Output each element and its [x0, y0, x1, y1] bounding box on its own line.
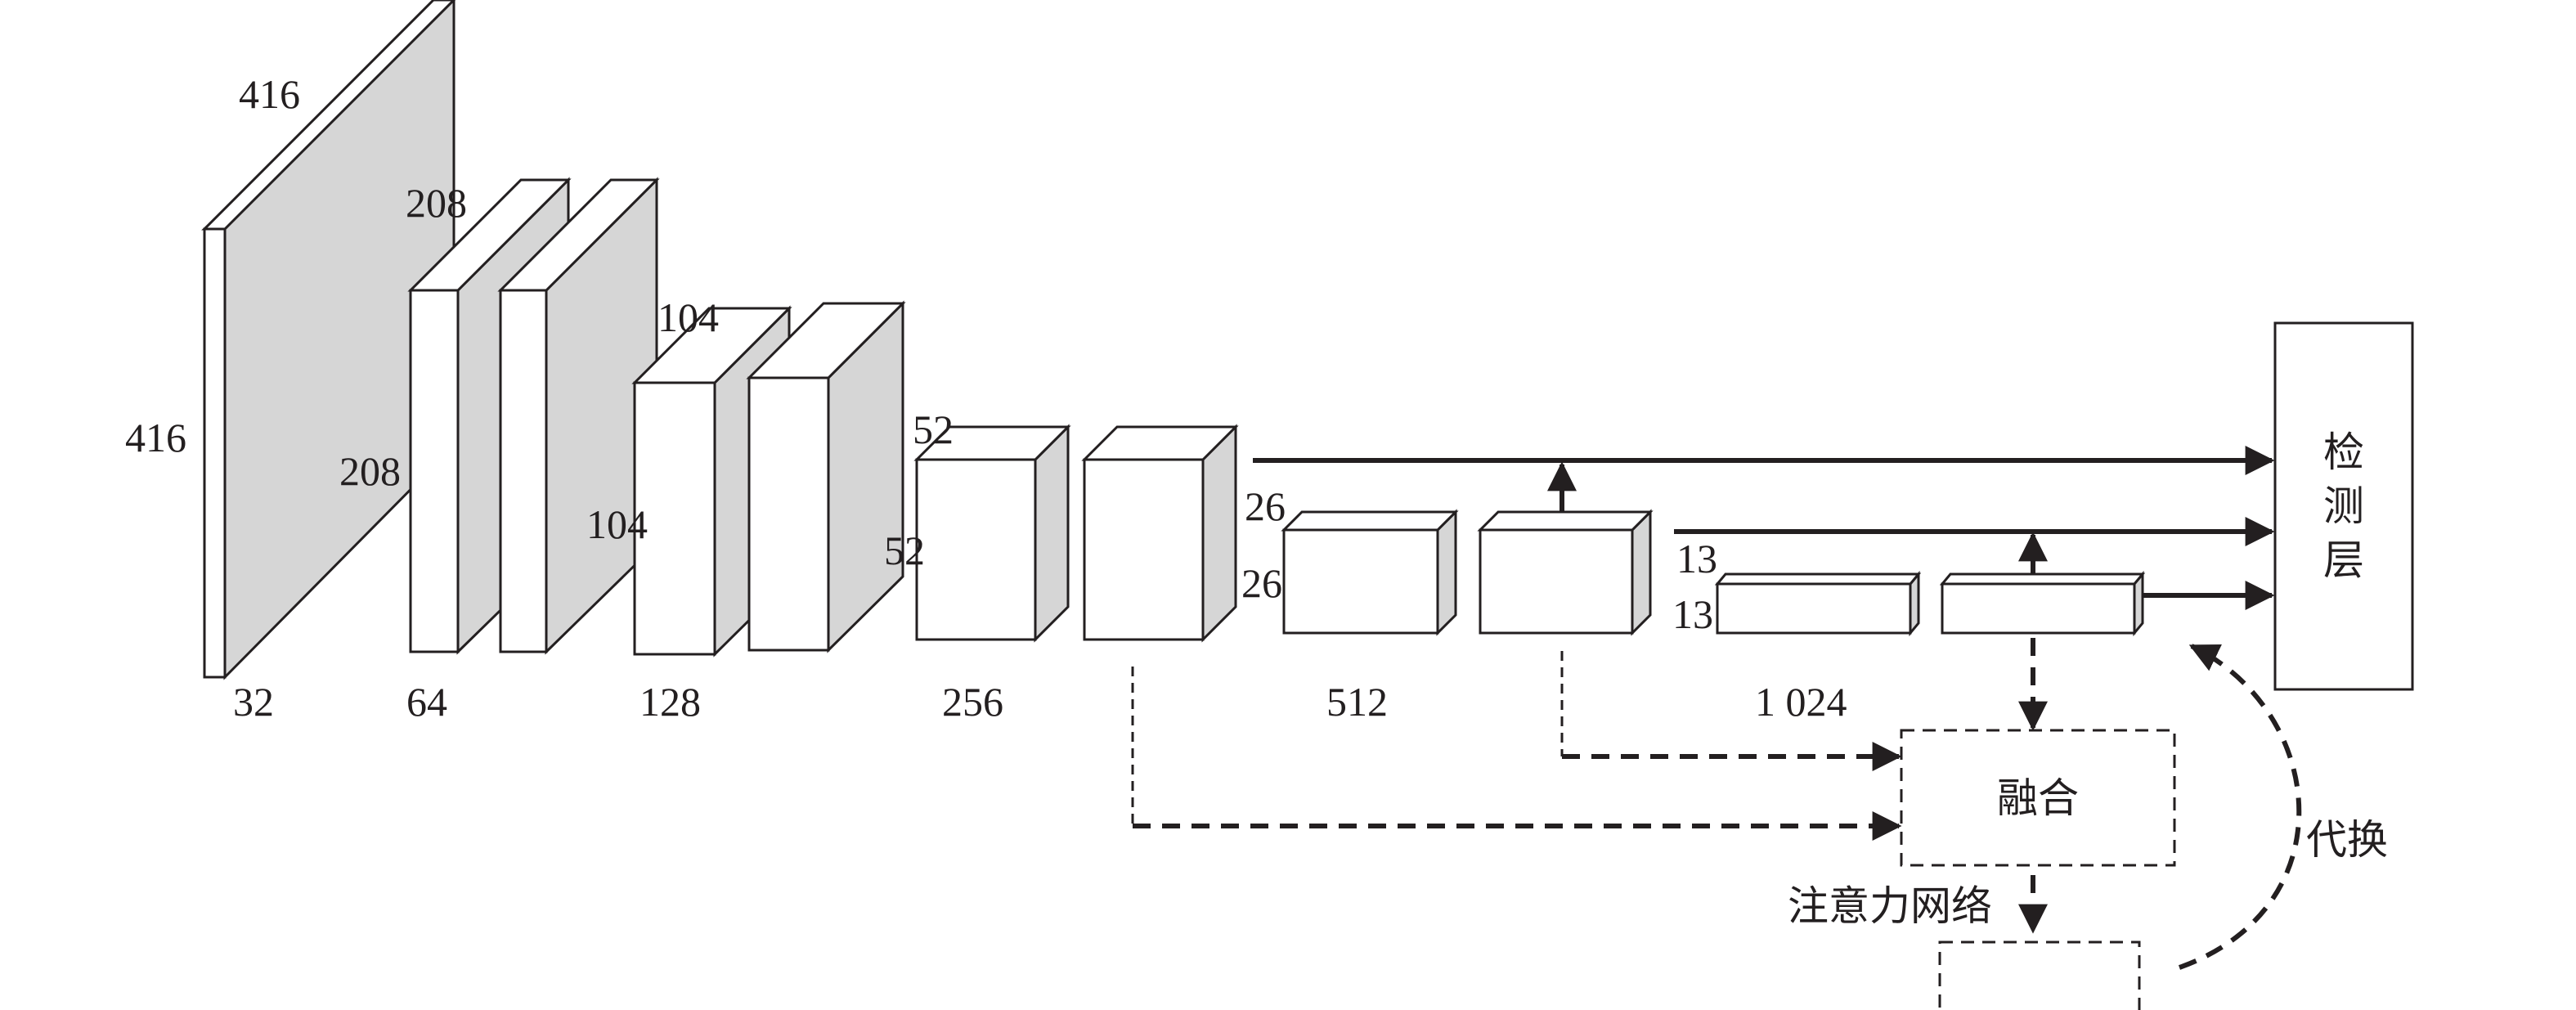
conv-block-208-b [497, 177, 660, 655]
detection-layer-box [2273, 321, 2414, 691]
s208-height-label: 208 [339, 448, 401, 494]
s13-height-label: 13 [1672, 591, 1713, 637]
conv-block-104-b [746, 300, 906, 653]
conv-block-13-a [1714, 570, 1922, 637]
dashed-arrow-replace-curve [2178, 644, 2302, 970]
conv-block-13-b [1939, 570, 2146, 637]
attention-network-label: 注意力网络 [1788, 882, 1992, 930]
s104-height-label: 104 [586, 501, 648, 547]
input-layer-block [201, 0, 456, 680]
detection-layer-label-1: 检 [2323, 429, 2364, 476]
channel-32-label: 32 [233, 679, 274, 725]
s208-width-label: 208 [406, 180, 467, 226]
attention-network-box [1938, 940, 2141, 1010]
s13-width-label: 13 [1676, 536, 1717, 581]
s26-width-label: 26 [1245, 483, 1286, 529]
detection-layer-label-3: 层 [2323, 536, 2364, 584]
s104-width-label: 104 [657, 294, 719, 340]
channel-256-label: 256 [942, 679, 1003, 725]
fusion-label: 融合 [1997, 774, 2079, 822]
input-width-label: 416 [239, 71, 300, 117]
input-height-label: 416 [125, 415, 186, 460]
conv-block-26-a [1281, 509, 1459, 636]
conv-block-26-b [1477, 509, 1654, 636]
s26-height-label: 26 [1241, 560, 1282, 606]
channel-1024-label: 1 024 [1755, 679, 1847, 725]
s52-width-label: 52 [913, 406, 954, 452]
s52-height-label: 52 [884, 527, 925, 573]
replace-label: 代换 [2306, 816, 2388, 864]
conv-block-52-b [1081, 424, 1239, 643]
conv-block-52-a [913, 424, 1071, 643]
channel-64-label: 64 [406, 679, 447, 725]
channel-512-label: 512 [1326, 679, 1388, 725]
channel-128-label: 128 [640, 679, 701, 725]
detection-layer-label-2: 测 [2323, 483, 2364, 530]
